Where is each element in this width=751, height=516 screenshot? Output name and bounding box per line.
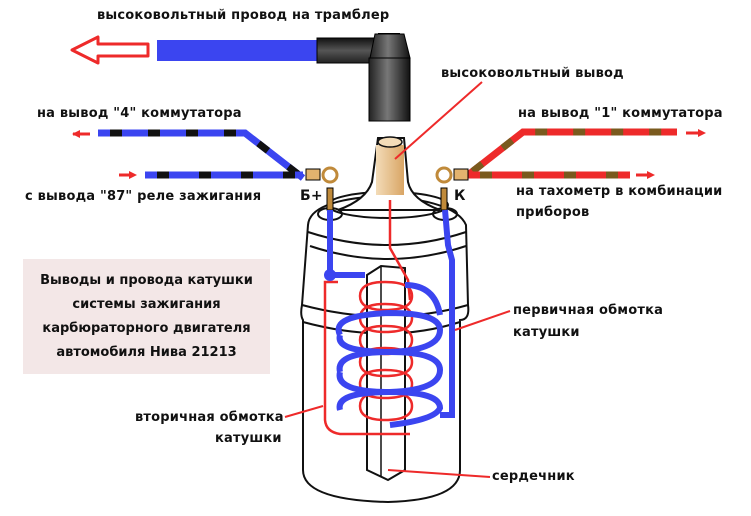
label-secondary-1: вторичная обмотка xyxy=(135,410,284,425)
hv-wire xyxy=(157,40,319,61)
label-secondary-2: катушки xyxy=(215,431,282,446)
label-primary-2: катушки xyxy=(513,325,580,340)
wire-b-plus-pair xyxy=(98,129,306,181)
label-hv-output: высоковольтный вывод xyxy=(441,66,624,81)
label-tacho-1: на тахометр в комбинации xyxy=(516,184,723,199)
arrow-right-icon xyxy=(698,129,706,137)
title-line: автомобиля Нива 21213 xyxy=(56,344,237,360)
label-primary-1: первичная обмотка xyxy=(513,303,664,318)
wire-k-pair xyxy=(465,128,677,179)
stud-k xyxy=(440,187,448,211)
title-line: системы зажигания xyxy=(72,296,221,312)
leader-hv-output xyxy=(394,81,483,160)
hv-boot xyxy=(316,33,411,122)
leader-primary xyxy=(454,310,511,331)
title-box: Выводы и провода катушки системы зажиган… xyxy=(23,259,270,374)
leader-core xyxy=(387,469,491,478)
label-relay-87: с вывода "87" реле зажигания xyxy=(25,189,262,204)
outgoing-arrow-icon xyxy=(70,35,150,65)
title-line: карбюраторного двигателя xyxy=(42,320,251,336)
label-hv-wire: высоковольтный провод на трамблер xyxy=(97,8,390,23)
label-b-plus: Б+ xyxy=(300,188,323,204)
label-switch-1: на вывод "1" коммутатора xyxy=(518,106,723,121)
title-line: Выводы и провода катушки xyxy=(40,272,253,288)
terminal-lug-k xyxy=(453,168,469,181)
label-k: К xyxy=(454,188,466,204)
junction-dot xyxy=(324,269,336,281)
stud-b-plus xyxy=(326,187,334,211)
leader-secondary xyxy=(284,405,324,418)
label-tacho-2: приборов xyxy=(516,205,590,220)
terminal-lug-b-plus xyxy=(305,168,321,181)
core xyxy=(366,264,406,482)
label-switch-4: на вывод "4" коммутатора xyxy=(37,106,242,121)
label-core: сердечник xyxy=(492,469,575,484)
arrow-right-icon xyxy=(647,171,655,179)
